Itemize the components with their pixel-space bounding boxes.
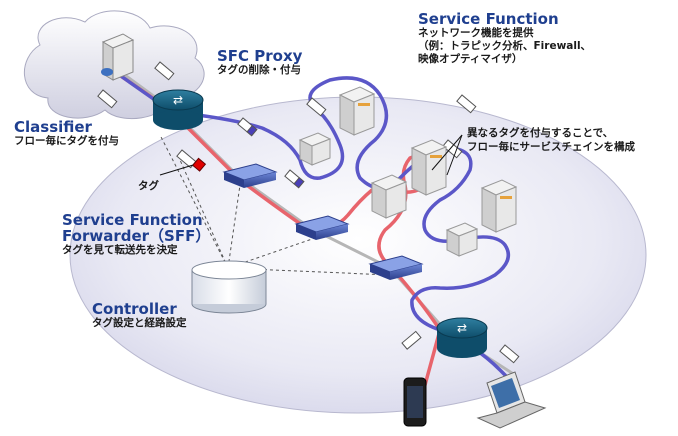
sff-switch-icon xyxy=(368,255,424,280)
server-icon xyxy=(101,33,135,81)
classifier-label: Classifier フロー毎にタグを付与 xyxy=(14,119,119,148)
chain-note-label: 異なるタグを付与することで、 フロー毎にサービスチェインを構成 xyxy=(467,126,635,154)
packet xyxy=(442,139,463,159)
service-function-title: Service Function xyxy=(418,10,559,28)
packet xyxy=(401,330,422,350)
sff-subtitle: タグを見て転送先を決定 xyxy=(62,244,178,256)
packet xyxy=(306,97,327,117)
service-function-server-icon xyxy=(410,139,448,196)
sfc-proxy-label: SFC Proxy タグの削除・付与 xyxy=(217,48,302,77)
packet xyxy=(499,344,520,364)
service-function-line: 映像オプティマイザ） xyxy=(418,53,523,65)
sff-title-line2: Forwarder（SFF） xyxy=(62,227,211,245)
svg-text:⇄: ⇄ xyxy=(457,321,467,335)
service-function-server-icon xyxy=(445,222,479,257)
controller-links xyxy=(159,134,391,276)
service-function-server-icon xyxy=(298,132,332,166)
packet xyxy=(154,61,175,81)
sfc-proxy-title: SFC Proxy xyxy=(217,47,303,65)
tag-label: タグ xyxy=(138,180,159,192)
sfc-proxy-subtitle: タグの削除・付与 xyxy=(217,64,301,76)
controller-title: Controller xyxy=(92,300,177,318)
chain-note-pointer xyxy=(431,134,463,171)
service-function-server-icon xyxy=(480,179,518,233)
service-function-label: Service Function ネットワーク機能を提供 （例：トラピック分析、… xyxy=(418,11,591,66)
sff-switch-icon xyxy=(294,215,350,240)
chain-note-pointer xyxy=(446,134,463,176)
red-tag xyxy=(192,157,207,172)
packet xyxy=(456,94,477,114)
sff-title-line1: Service Function xyxy=(62,211,203,229)
packets xyxy=(97,61,520,364)
service-function-server-icon xyxy=(370,174,408,219)
classifier-title: Classifier xyxy=(14,118,92,136)
svg-text:⇄: ⇄ xyxy=(173,93,183,107)
controller-subtitle: タグ設定と経路設定 xyxy=(92,317,187,329)
classifier-subtitle: フロー毎にタグを付与 xyxy=(14,135,119,147)
smartphone-icon xyxy=(403,377,427,427)
service-function-line: （例：トラピック分析、Firewall、 xyxy=(418,40,592,52)
packet xyxy=(284,169,305,189)
service-function-line: ネットワーク機能を提供 xyxy=(418,27,534,39)
classifier-router-icon: ⇄ xyxy=(152,89,204,130)
chain-note-line: フロー毎にサービスチェインを構成 xyxy=(467,141,635,153)
service-function-server-icon xyxy=(338,86,376,136)
packet xyxy=(237,117,258,137)
sff-label: Service Function Forwarder（SFF） タグを見て転送先… xyxy=(62,212,210,257)
chain-note-line: 異なるタグを付与することで、 xyxy=(467,127,614,139)
controller-icon xyxy=(191,260,267,314)
packet xyxy=(97,89,118,109)
sff-switch-icon xyxy=(222,163,278,188)
egress-router-icon: ⇄ xyxy=(436,317,488,358)
controller-label: Controller タグ設定と経路設定 xyxy=(92,301,187,330)
tag-pointer xyxy=(159,164,194,176)
laptop-icon xyxy=(476,371,547,429)
